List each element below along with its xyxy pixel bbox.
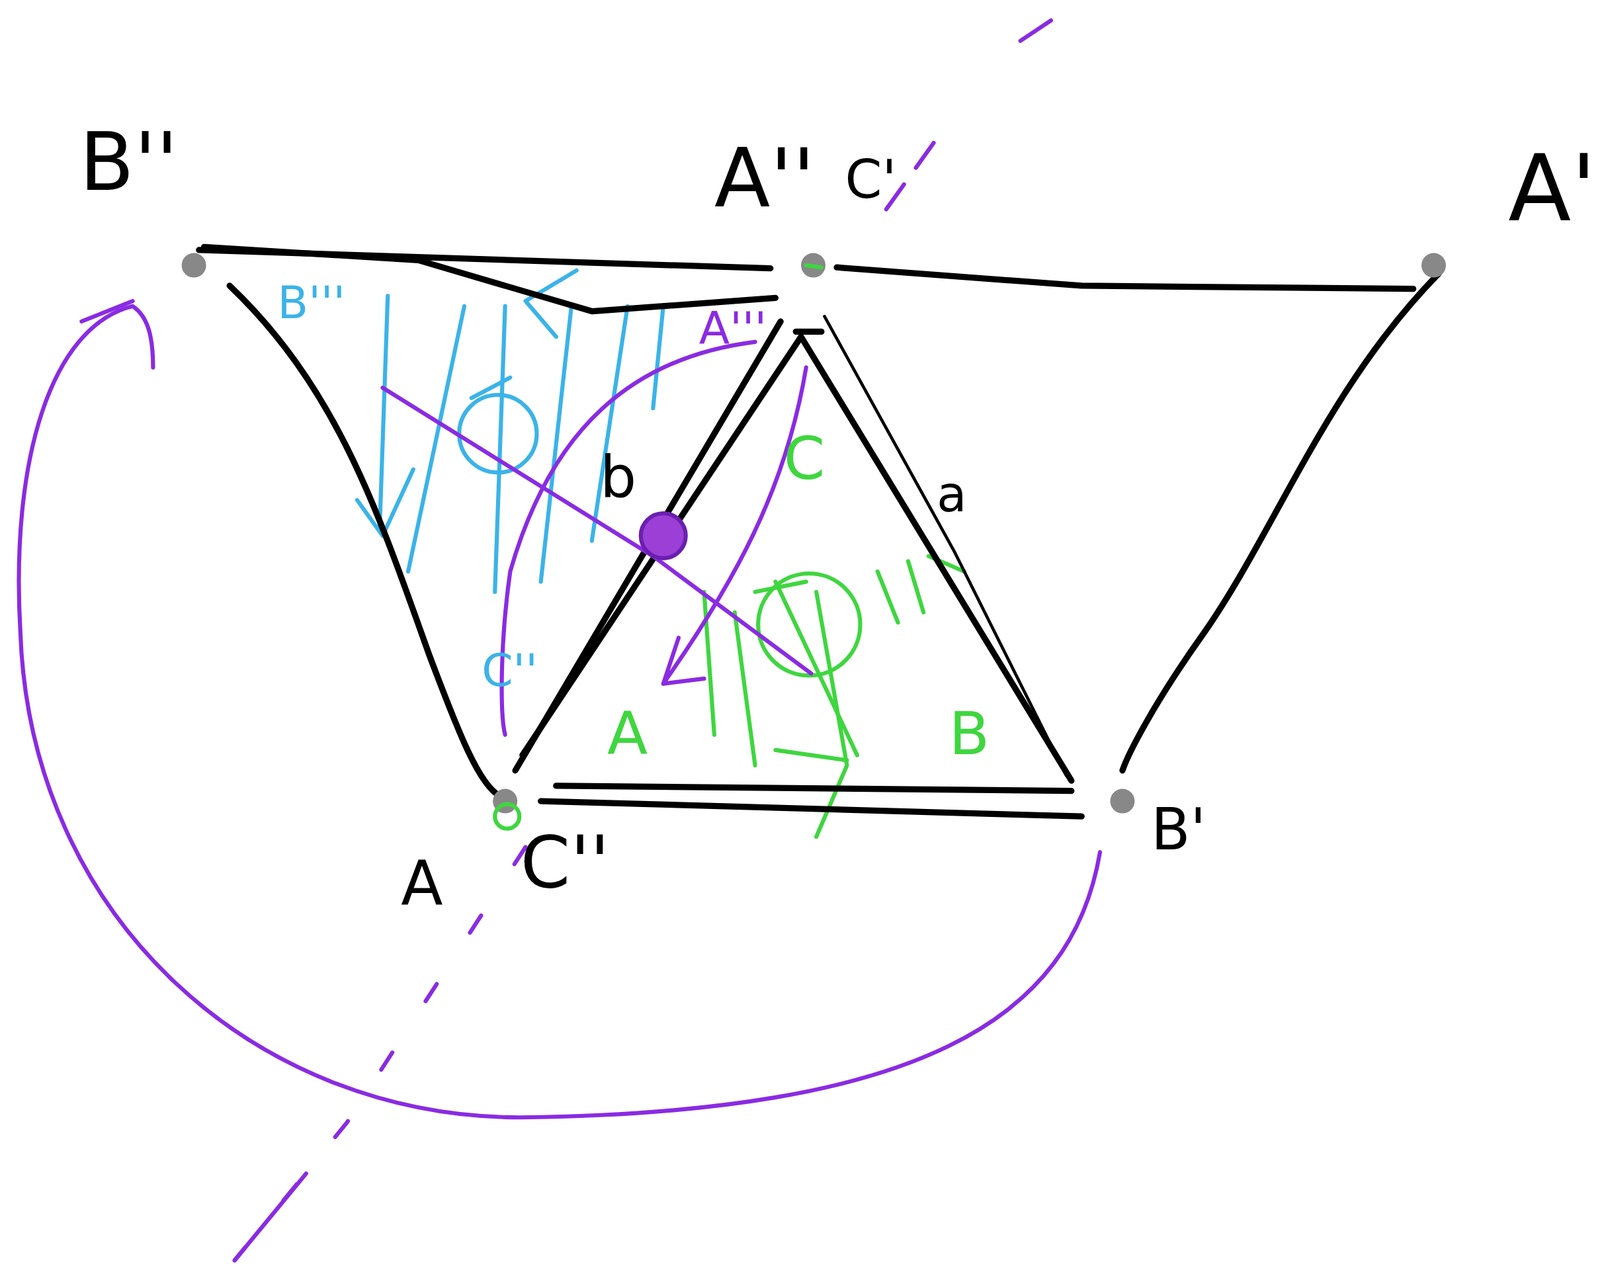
point-label: C' [844,152,897,206]
point-label: A [400,851,443,914]
point-label: A''' [699,306,767,352]
point-label: B' [1150,800,1206,858]
point-label: a [936,469,967,519]
point-label: C'' [520,826,610,899]
point-label: b [599,449,637,506]
point-label: B [949,703,990,763]
point-label: B'' [79,122,178,202]
point-label: A' [1508,142,1597,235]
point-label: A'' [714,137,815,219]
point-label: C [783,428,825,488]
point-label: C'' [481,648,538,694]
point-label: A [607,703,648,763]
point-label: B''' [277,280,346,326]
